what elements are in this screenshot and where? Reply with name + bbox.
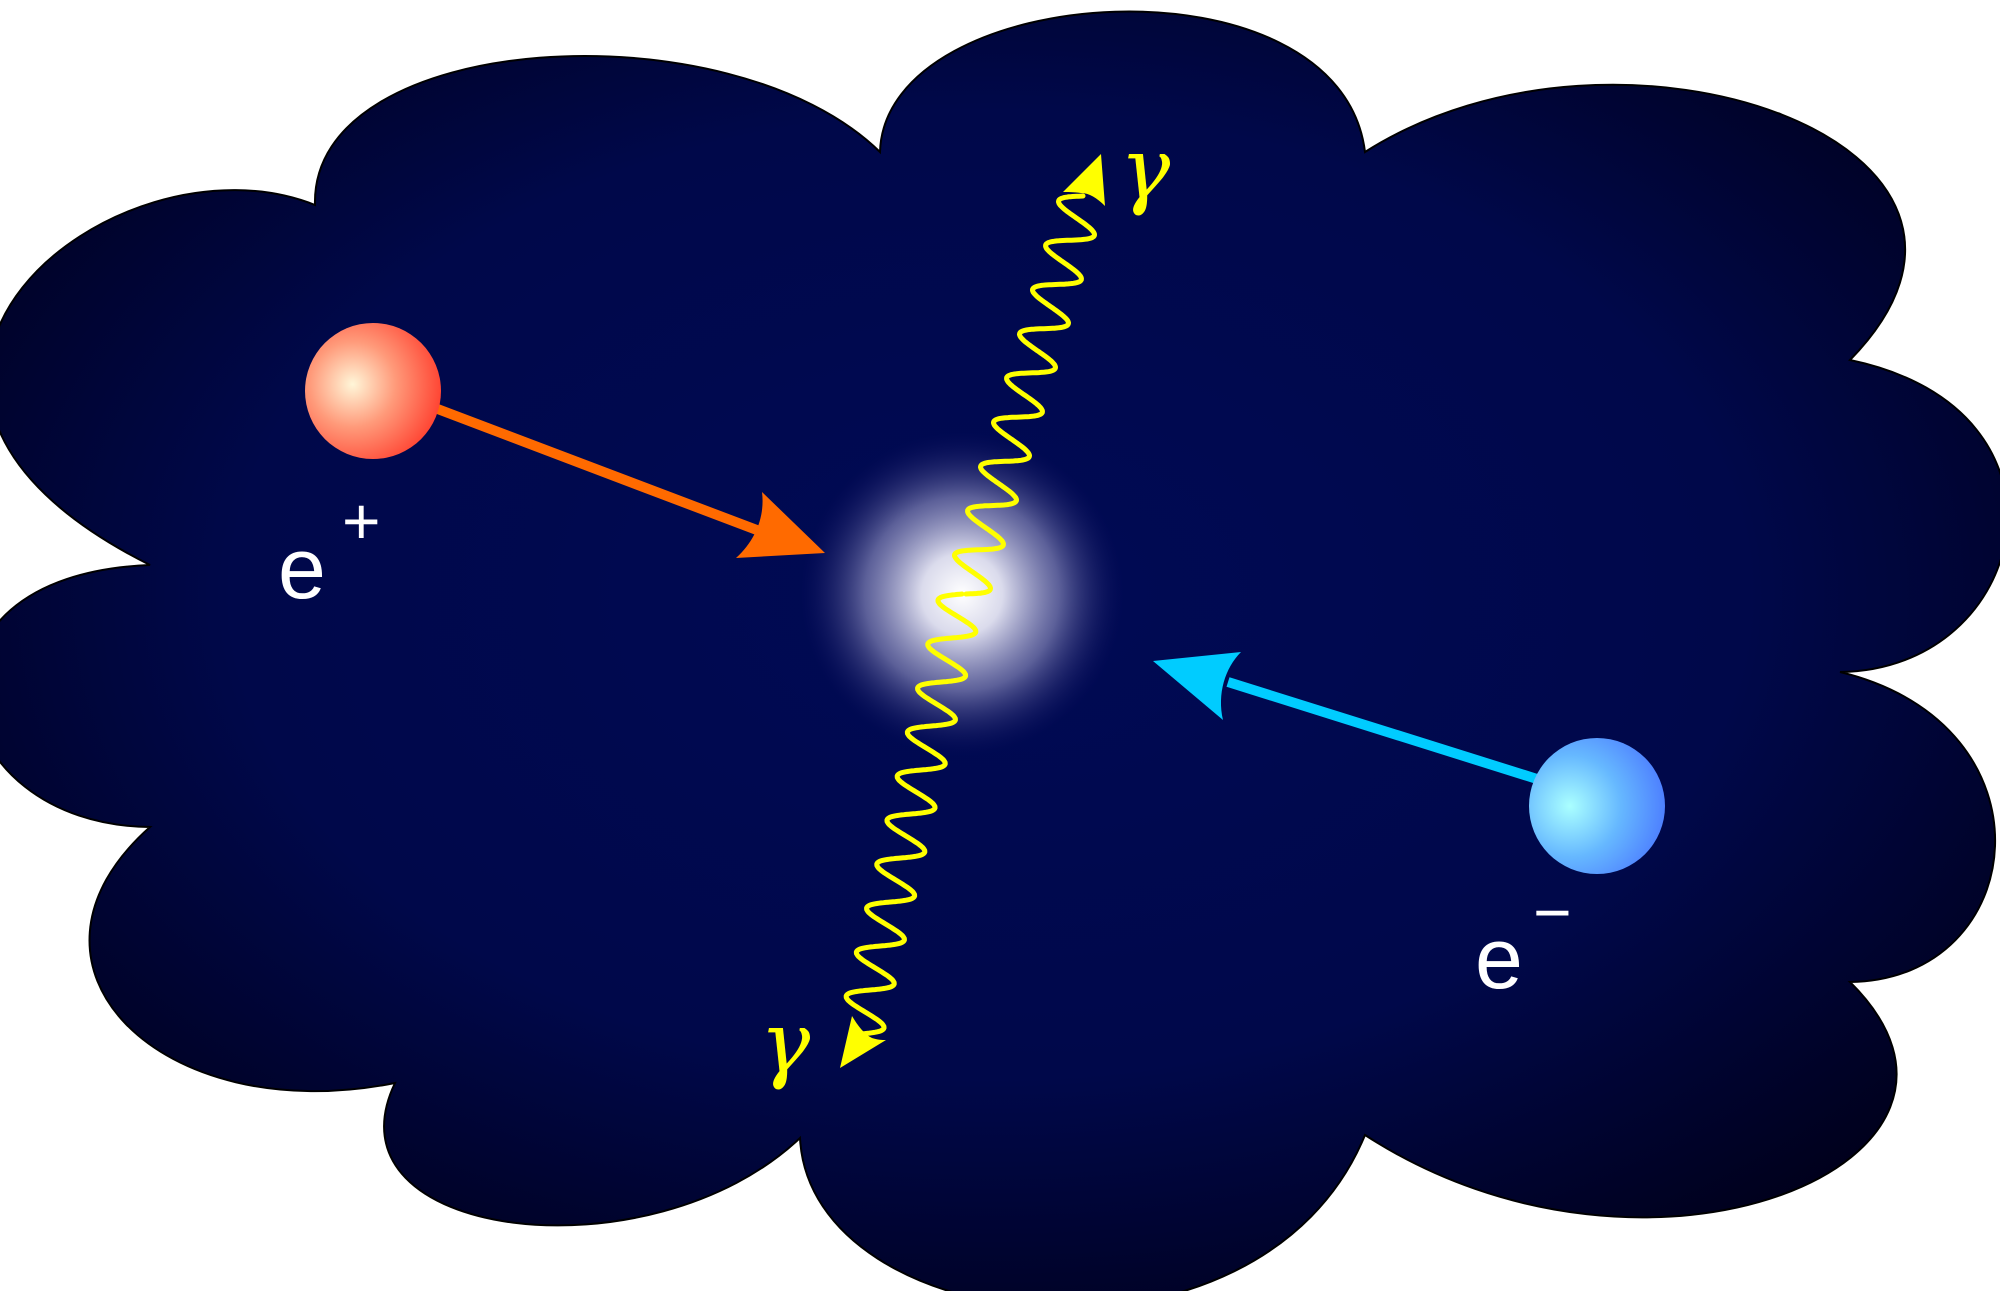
- electron-track: [1153, 652, 1539, 784]
- positron-particle: [305, 323, 441, 459]
- photon-upper-wave: [951, 193, 1098, 597]
- electron-arrowhead: [1153, 652, 1241, 720]
- positron-label-charge: +: [342, 484, 381, 558]
- photon-lower: [840, 591, 979, 1068]
- photon-upper-arrowhead: [1063, 154, 1105, 206]
- positron-arrow-shaft: [433, 403, 764, 537]
- photon-lower-label: γ: [760, 994, 811, 1092]
- electron-arrow-shaft: [1226, 677, 1539, 784]
- photon-upper-label: γ: [1120, 120, 1171, 218]
- positron-arrowhead: [736, 492, 825, 558]
- positron-label-symbol: e: [278, 521, 326, 617]
- electron-particle: [1529, 738, 1665, 874]
- electron-label-symbol: e: [1475, 911, 1523, 1007]
- electron-label-charge: −: [1533, 875, 1572, 949]
- photon-lower-wave: [843, 591, 979, 1037]
- positron-track: [433, 403, 825, 558]
- photon-lower-arrowhead: [840, 1016, 886, 1068]
- photon-upper: [951, 154, 1105, 597]
